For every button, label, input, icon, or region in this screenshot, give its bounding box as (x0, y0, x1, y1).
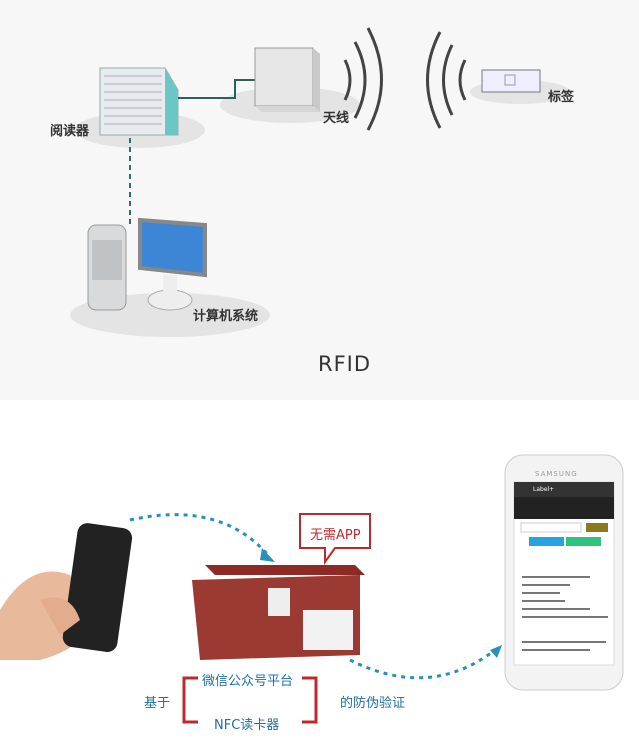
rfid-section: 阅读器 天线 标签 计算机系统 RFID (50, 27, 575, 376)
option-nfc-reader: NFC读卡器 (214, 718, 280, 733)
nfc-reader (62, 523, 133, 652)
phone-brand: SAMSUNG (535, 470, 578, 478)
smartphone (504, 454, 624, 691)
hand-with-reader (0, 523, 133, 660)
arrow-to-box (129, 513, 270, 556)
anti-counterfeit-text: 的防伪验证 (340, 696, 406, 711)
tag-label: 标签 (548, 90, 575, 105)
reader-device (99, 67, 179, 136)
based-on-text: 基于 (144, 696, 171, 711)
rfid-illustration (70, 27, 570, 337)
options-bracket (182, 676, 318, 724)
no-app-callout: 无需APP (310, 528, 361, 543)
callout-bubble (299, 513, 371, 566)
computer-device (87, 217, 207, 311)
radio-waves (343, 27, 467, 131)
arrow-to-phone (349, 648, 496, 680)
phone-app-title: Label+ (533, 486, 555, 493)
antenna-label: 天线 (323, 111, 350, 126)
arrow-head-phone (490, 645, 502, 658)
product-box (192, 565, 365, 660)
rfid-caption: RFID (318, 352, 372, 376)
computer-label: 计算机系统 (193, 309, 259, 324)
antenna-device (254, 47, 320, 112)
arrow-head-box (260, 548, 275, 562)
reader-label: 阅读器 (50, 124, 90, 139)
tag-device (481, 69, 541, 93)
option-wechat: 微信公众号平台 (202, 674, 294, 689)
reader-antenna-cable (178, 79, 255, 99)
